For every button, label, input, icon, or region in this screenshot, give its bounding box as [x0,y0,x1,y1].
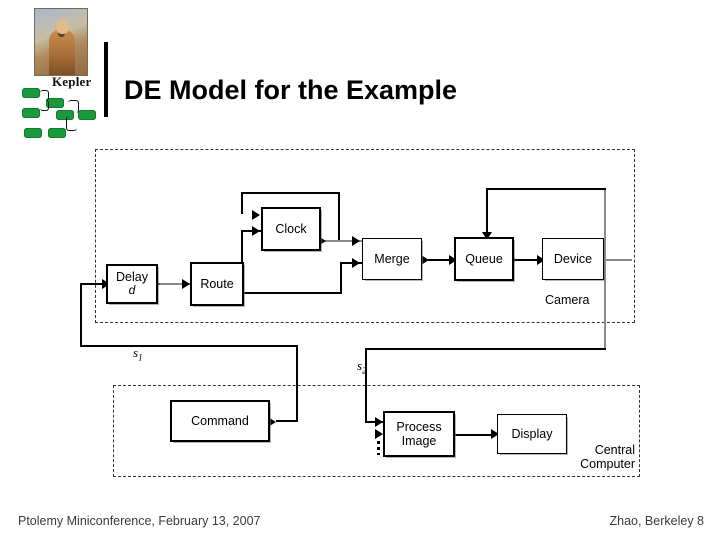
block-device-label: Device [553,252,593,266]
block-clock-label: Clock [275,222,307,236]
block-delay-sublabel: d [128,283,136,298]
wire-s2-into-process [365,421,383,423]
arrow-device-in [537,255,545,265]
block-route-label: Route [200,277,234,291]
wire-device-out [604,259,632,261]
wire-delay-route [158,283,192,285]
arrow-process-in-upper [375,417,383,427]
block-process-image-label: Process Image [396,420,442,448]
wire-device-loop-up [604,188,606,260]
arrow-queue-in [449,255,457,265]
wire-clock-loop-right [338,192,340,240]
wire-route-bottom-up [340,262,342,294]
arrow-merge-out [421,255,429,265]
arrow-clock-out [318,236,326,246]
wire-command-to-s1 [276,420,298,422]
wire-device-loop-down [486,188,488,235]
wire-s2-vert-upper [604,259,606,349]
block-display[interactable]: Display [497,414,567,454]
block-delay-label: Delay [116,270,148,285]
region-central-computer [113,385,640,477]
wire-s2-vert-down [365,348,367,423]
arrow-clock-in-lower [252,226,260,236]
arrow-display-in [491,429,499,439]
arrow-command-out [268,417,276,427]
arrow-clock-in-upper [252,210,260,220]
block-merge-label: Merge [374,252,410,266]
kepler-portrait-icon [34,8,88,76]
block-queue-label: Queue [465,252,503,266]
wire-s1-vert-right [296,345,298,420]
kepler-wordmark: Kepler [52,74,92,89]
wire-clock-loop-left [241,192,243,214]
block-queue[interactable]: Queue [454,237,514,281]
region-central-computer-label: Central Computer [580,443,635,472]
page-title: DE Model for the Example [124,75,458,106]
block-process-image[interactable]: Process Image [383,411,455,457]
title-accent-bar [104,42,108,117]
block-device[interactable]: Device [542,238,604,280]
block-command-label: Command [191,414,249,428]
region-camera [95,149,635,323]
block-route[interactable]: Route [190,262,244,306]
wire-s1-horiz-top [80,345,298,347]
arrow-route-in [182,279,190,289]
block-command[interactable]: Command [170,400,270,442]
wire-route-up [241,230,243,275]
arrow-merge-in-upper [352,236,360,246]
signal-label-s2: s2 [357,358,367,376]
wire-clock-loop-top [241,192,340,194]
block-display-label: Display [511,427,553,441]
arrow-merge-in-lower [352,258,360,268]
footer-right-text: Zhao, Berkeley 8 [609,514,705,528]
wire-to-merge-lower [340,262,363,264]
wire-s1-vert-left [80,283,82,346]
arrow-queue-in-top [482,232,492,240]
wire-s2-horiz [365,348,606,350]
arrow-process-in-lower [375,429,383,439]
wire-device-loop-top [486,188,606,190]
signal-label-s1: s1 [133,345,143,363]
block-delay[interactable]: Delay d [106,264,158,304]
kepler-logo: Kepler [22,8,100,138]
wire-clock-merge [325,240,363,242]
wire-process-display [455,434,495,437]
wire-merge-queue [428,259,460,261]
footer-left-text: Ptolemy Miniconference, February 13, 200… [18,514,261,528]
wire-route-to-clock [241,230,261,232]
wire-route-bottom [241,292,341,294]
wire-s1-into-delay [80,283,106,285]
wire-queue-device [516,259,548,261]
block-merge[interactable]: Merge [362,238,422,280]
process-multiport-dots [377,441,380,455]
region-camera-label: Camera [545,293,590,307]
block-clock[interactable]: Clock [261,207,321,251]
